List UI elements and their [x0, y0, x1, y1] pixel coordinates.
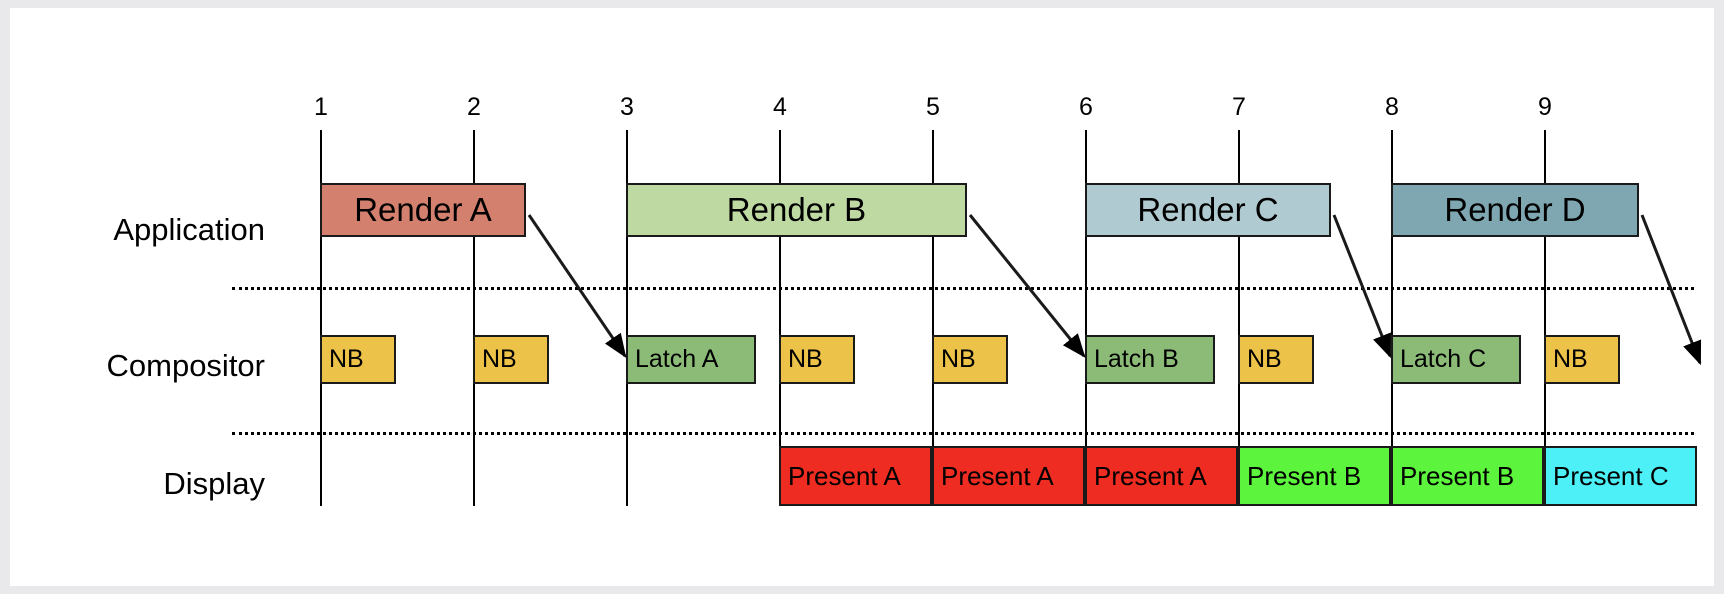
tick-label-9: 9: [1538, 93, 1552, 121]
compositor-block-nb-8[interactable]: NB: [1544, 335, 1620, 384]
tick-label-3: 3: [620, 93, 634, 121]
tick-label-4: 4: [773, 93, 787, 121]
vsync-line-2: [473, 130, 475, 506]
lane-label-compositor: Compositor: [106, 348, 266, 383]
vsync-line-1: [320, 130, 322, 506]
display-block-present-a-1[interactable]: Present A: [932, 446, 1085, 506]
canvas-border-right: [1714, 0, 1724, 594]
display-block-present-a-2[interactable]: Present A: [1085, 446, 1238, 506]
vsync-line-7: [1238, 130, 1240, 506]
render-c-to-latch-c-arrow: [1332, 214, 1392, 359]
compositor-block-nb-4[interactable]: NB: [932, 335, 1008, 384]
canvas-border-left: [0, 0, 10, 594]
compositor-block-latch-b-5[interactable]: Latch B: [1085, 335, 1215, 384]
display-block-present-a-0[interactable]: Present A: [779, 446, 932, 506]
compositor-block-latch-c-7[interactable]: Latch C: [1391, 335, 1521, 384]
tick-label-6: 6: [1079, 93, 1093, 121]
application-block-render-b-1[interactable]: Render B: [626, 183, 967, 237]
compositor-block-nb-0[interactable]: NB: [320, 335, 396, 384]
application-block-render-d-3[interactable]: Render D: [1391, 183, 1639, 237]
lane-label-application: Application: [113, 212, 265, 247]
canvas-border-bottom: [0, 586, 1724, 594]
vsync-line-8: [1391, 130, 1393, 506]
lane-separator-2: [232, 432, 1694, 435]
compositor-block-latch-a-2[interactable]: Latch A: [626, 335, 756, 384]
vsync-line-9: [1544, 130, 1546, 506]
display-block-present-b-4[interactable]: Present B: [1391, 446, 1544, 506]
canvas-border-top: [0, 0, 1724, 8]
vsync-line-6: [1085, 130, 1087, 506]
tick-label-7: 7: [1232, 93, 1246, 121]
compositor-block-nb-3[interactable]: NB: [779, 335, 855, 384]
display-block-present-c-5[interactable]: Present C: [1544, 446, 1697, 506]
display-block-present-b-3[interactable]: Present B: [1238, 446, 1391, 506]
vsync-line-4: [779, 130, 781, 506]
vsync-line-3: [626, 130, 628, 506]
tick-label-5: 5: [926, 93, 940, 121]
lane-label-display: Display: [163, 466, 265, 501]
compositor-block-nb-1[interactable]: NB: [473, 335, 549, 384]
tick-label-1: 1: [314, 93, 328, 121]
tick-label-2: 2: [467, 93, 481, 121]
compositor-block-nb-6[interactable]: NB: [1238, 335, 1314, 384]
lane-separator-1: [232, 287, 1694, 290]
application-block-render-c-2[interactable]: Render C: [1085, 183, 1331, 237]
tick-label-8: 8: [1385, 93, 1399, 121]
vsync-line-5: [932, 130, 934, 506]
application-block-render-a-0[interactable]: Render A: [320, 183, 526, 237]
